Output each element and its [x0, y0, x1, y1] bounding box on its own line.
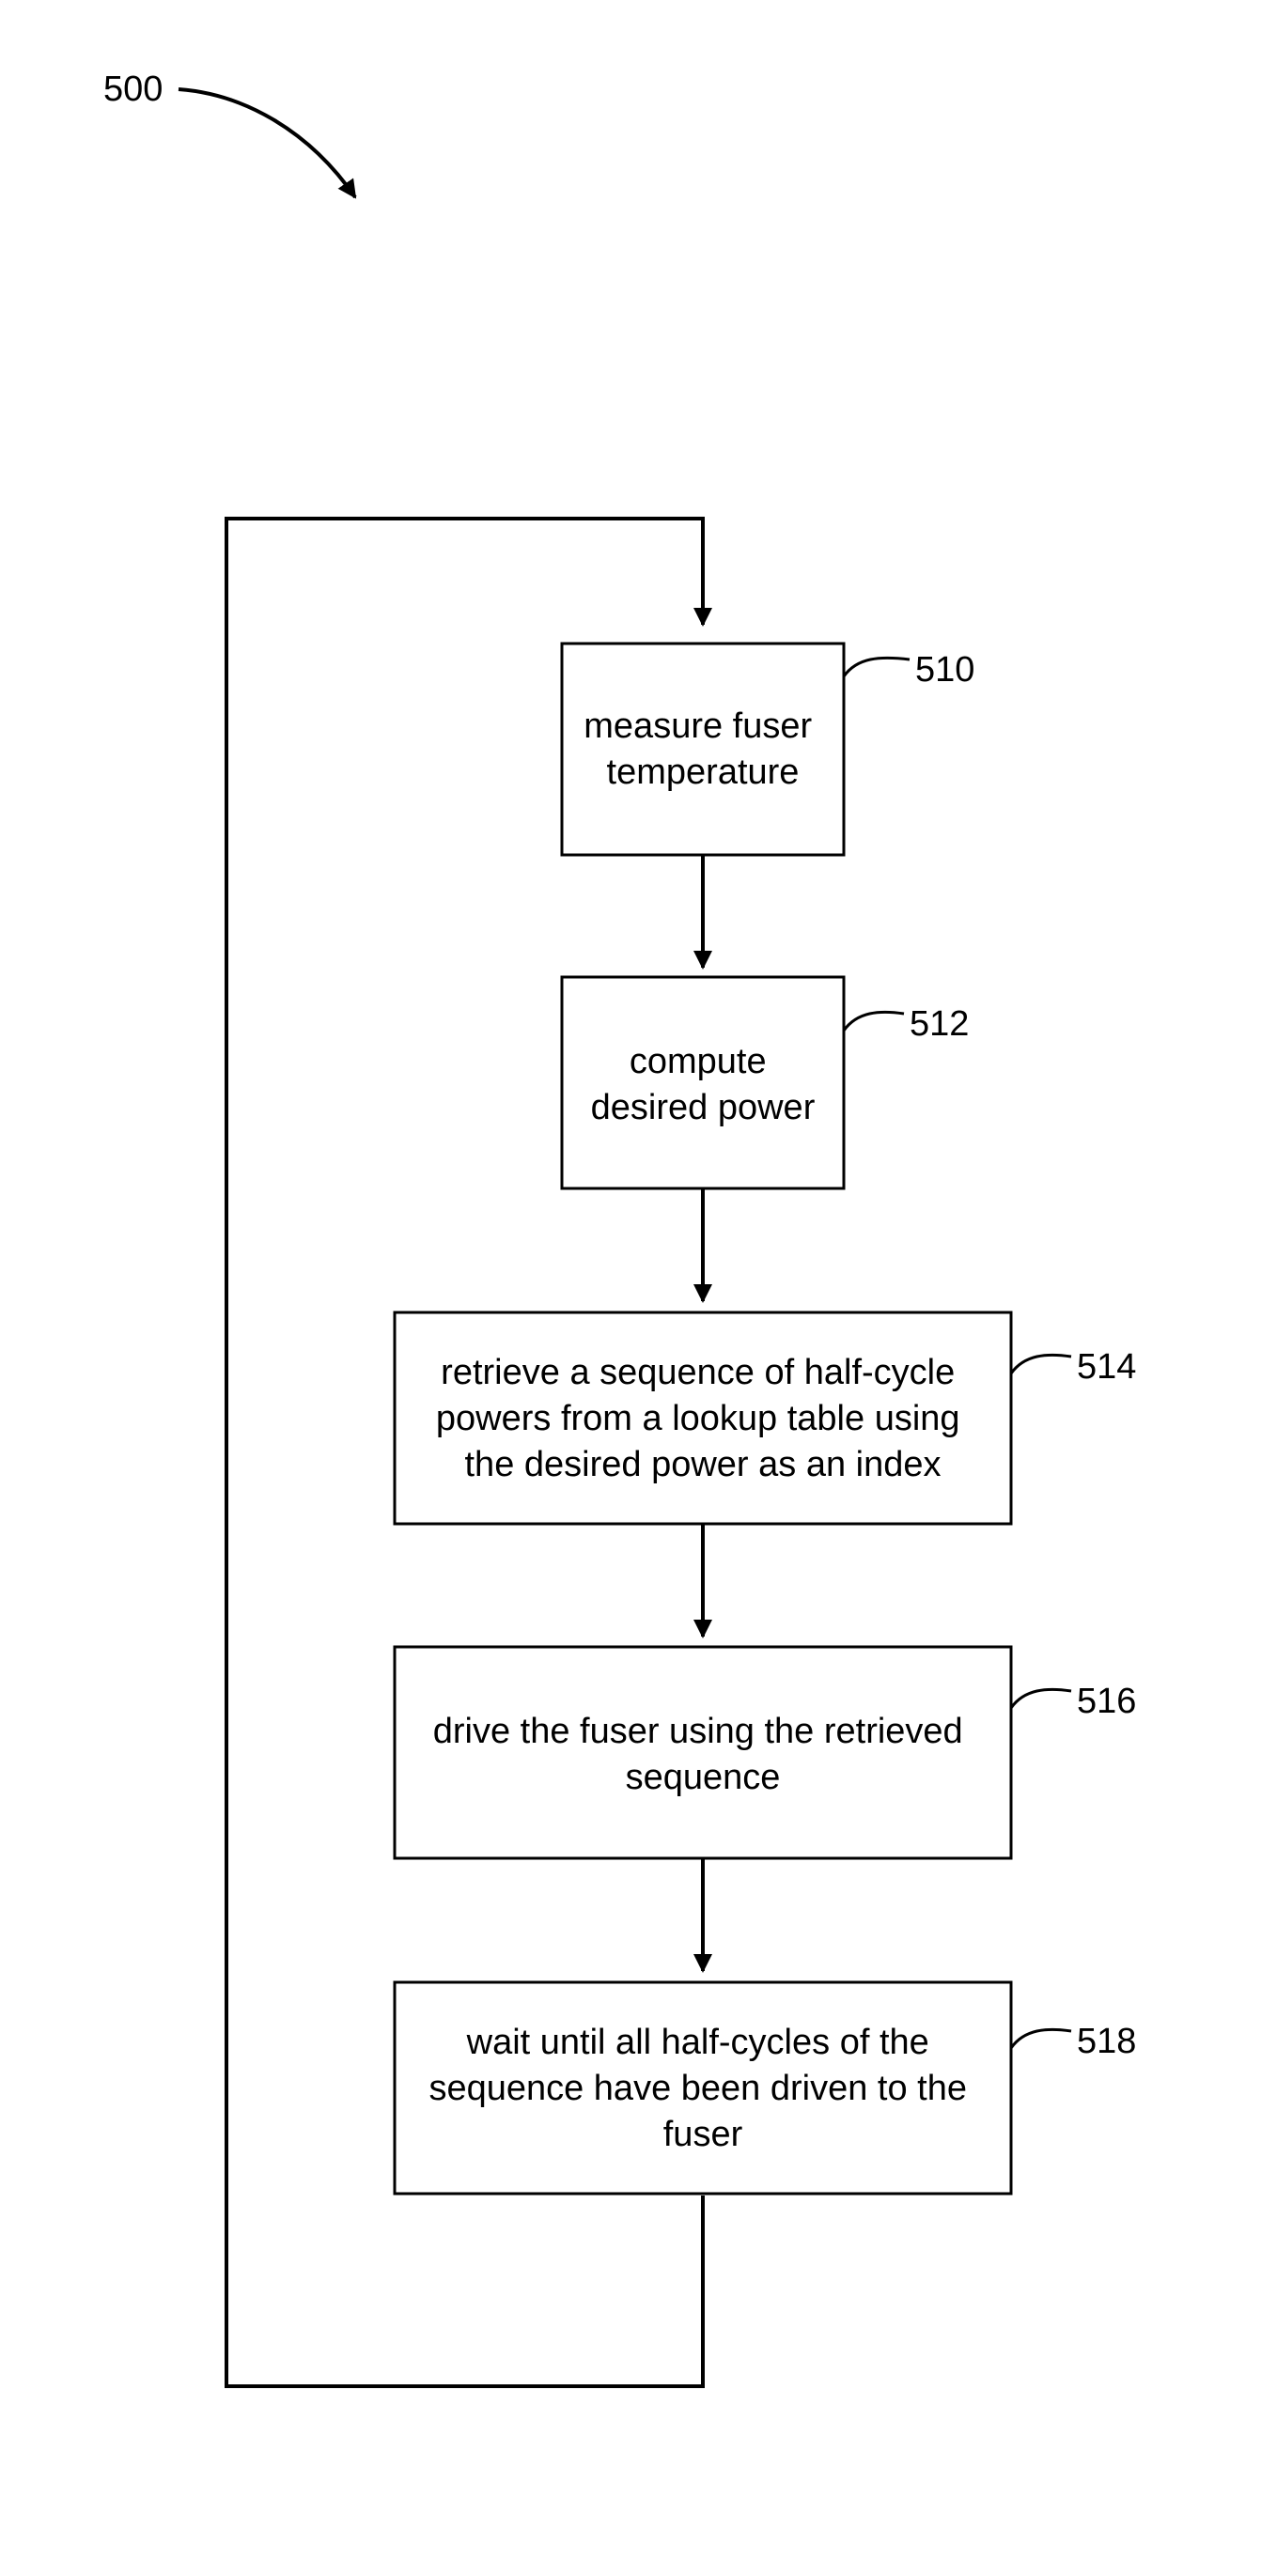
step-line: drive the fuser using the retrieved	[433, 1712, 963, 1751]
step-line: the desired power as an index	[465, 1445, 942, 1484]
step-510: measure fuser temperature 510	[562, 644, 974, 855]
ref-label-510: 510	[915, 650, 974, 690]
step-text-514: retrieve a sequence of half-cycle powers…	[436, 1353, 970, 1484]
ref-label-518: 518	[1077, 2022, 1136, 2061]
ref-leader-514	[1011, 1355, 1071, 1373]
ref-leader-516	[1011, 1689, 1071, 1708]
step-line: fuser	[663, 2115, 743, 2154]
step-line: sequence	[626, 1758, 781, 1797]
step-line: desired power	[591, 1088, 816, 1127]
step-box-512	[562, 977, 844, 1188]
step-line: compute	[630, 1042, 767, 1081]
step-line: measure fuser	[584, 706, 812, 746]
ref-label-516: 516	[1077, 1682, 1136, 1721]
step-516: drive the fuser using the retrieved sequ…	[395, 1647, 1136, 1858]
step-line: powers from a lookup table using	[436, 1399, 960, 1438]
ref-label-514: 514	[1077, 1347, 1136, 1387]
ref-leader-512	[844, 1012, 904, 1031]
ref-leader-518	[1011, 2029, 1071, 2048]
figure-pointer-arrow	[179, 89, 355, 197]
figure-label: 500	[103, 70, 163, 109]
step-box-510	[562, 644, 844, 855]
step-line: sequence have been driven to the	[428, 2069, 967, 2108]
step-line: temperature	[607, 753, 800, 792]
step-box-516	[395, 1647, 1011, 1858]
ref-label-512: 512	[910, 1004, 969, 1044]
step-line: wait until all half-cycles of the	[466, 2023, 929, 2062]
step-514: retrieve a sequence of half-cycle powers…	[395, 1312, 1136, 1524]
ref-leader-510	[844, 658, 910, 676]
step-518: wait until all half-cycles of the sequen…	[395, 1982, 1136, 2194]
step-line: retrieve a sequence of half-cycle	[441, 1353, 955, 1392]
step-512: compute desired power 512	[562, 977, 969, 1188]
